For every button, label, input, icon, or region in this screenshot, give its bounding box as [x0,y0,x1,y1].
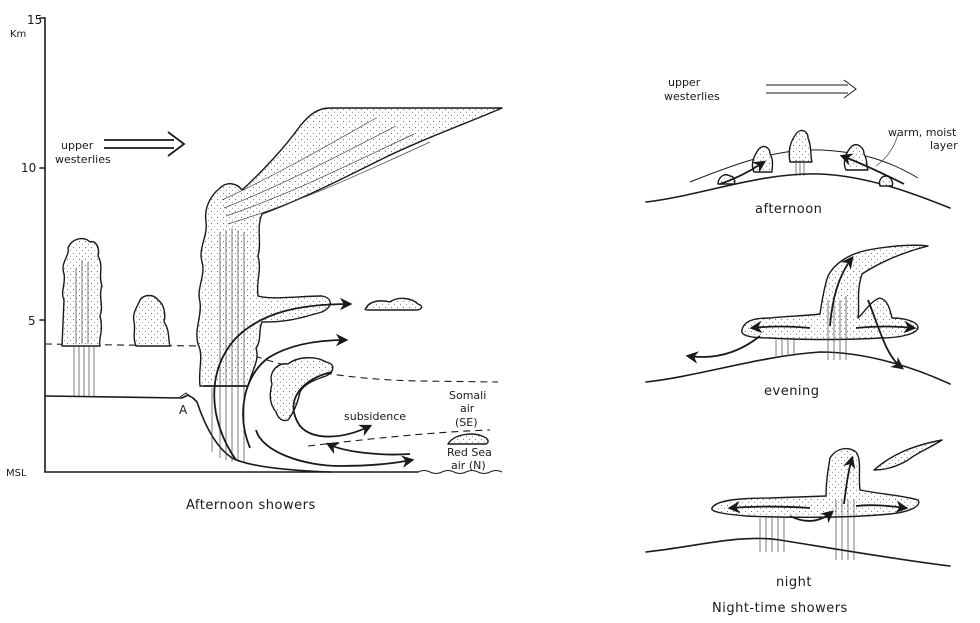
upper-westerlies-label-right-1: upper [668,76,701,89]
cumulus-small-left [134,296,170,347]
stage-label-evening: evening [764,384,820,399]
upper-westerlies-arrow-left [104,132,184,156]
cu-aft-3 [789,131,812,162]
warm-layer-label-2: layer [930,139,958,152]
evening-arrow-down-left [688,336,760,357]
warm-layer-label-1: warm, moist [888,126,957,139]
right-panel: upper westerlies warm, moist layer after… [646,76,958,616]
stage-label-night: night [776,575,812,590]
left-panel: 15 Km 10 5 MSL A upper westerlies [6,13,502,513]
somali-air-label-2: air [460,402,475,415]
terrain-night [646,538,950,566]
stage-label-afternoon: afternoon [755,202,822,217]
red-sea-air-label-1: Red Sea [447,446,492,459]
point-a-label: A [179,403,188,417]
stage-night: night [646,440,950,590]
upper-westerlies-arrow-right [766,80,856,98]
y-tick-label-15: 15 [27,13,42,27]
red-sea-air-label-2: air (N) [451,459,486,472]
stage-evening: evening [646,245,950,399]
subsidence-label: subsidence [344,410,406,423]
y-tick-label-10: 10 [21,161,36,175]
upper-westerlies-label-left-2: westerlies [55,153,111,166]
y-axis-unit: Km [10,29,26,40]
upper-westerlies-label-right-2: westerlies [664,90,720,103]
stage-afternoon: warm, moist layer afternoon [646,126,958,217]
anvil-remnant-night [874,440,942,470]
y-tick-label-msl: MSL [6,468,27,479]
circulation-arrow-lower [256,430,412,466]
upslope-arrow-left [720,162,764,184]
surface-inflow-arrow [328,444,410,455]
somali-air-label-1: Somali [449,389,486,402]
caption-afternoon-showers: Afternoon showers [186,498,316,513]
somali-air-label-3: (SE) [455,416,478,429]
y-tick-label-5: 5 [28,314,36,328]
cloud-fragment-small [448,434,488,444]
upper-westerlies-label-left-1: upper [61,139,94,152]
cloud-fragment-right [365,298,421,310]
caption-night-time-showers: Night-time showers [712,601,848,616]
